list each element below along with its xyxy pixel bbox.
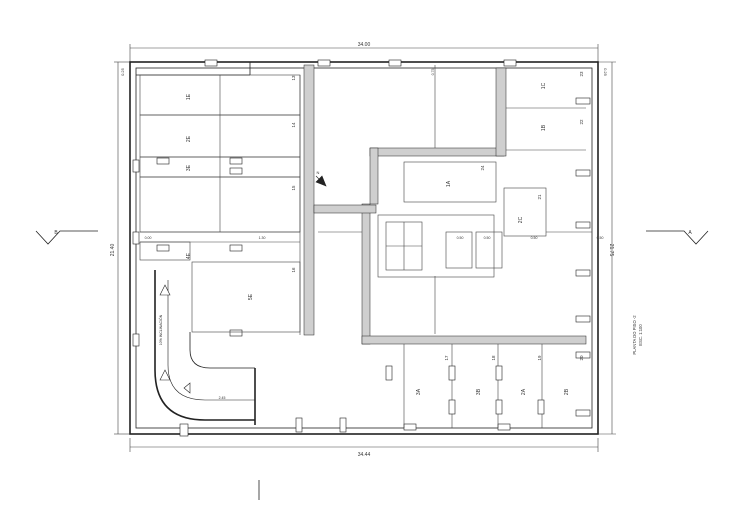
dim-label-b: 1.30 (259, 236, 266, 240)
dim-label-g: 0.75 (431, 69, 435, 76)
dimension-left: 21.40 (110, 244, 116, 257)
space-num-22: 22 (579, 119, 584, 125)
stair-core (377, 214, 503, 278)
space-num-19: 19 (537, 355, 542, 361)
space-num-23: 23 (579, 71, 584, 77)
dim-label-a: 0.00 (145, 236, 152, 240)
north-label: N (317, 170, 320, 175)
dimension-top-corner-right: 0.25 (603, 68, 608, 77)
bottom-bay-columns (385, 365, 545, 415)
dimension-top: 34.00 (358, 42, 371, 48)
section-marker-a-icon (646, 230, 709, 245)
dim-label-f: 0.50 (597, 236, 604, 240)
space-num-21: 21 (537, 194, 542, 200)
left-parking-bays (139, 74, 301, 335)
dimension-lines (114, 44, 616, 452)
section-label-a: A (688, 230, 692, 236)
space-1B: 1B (541, 124, 547, 131)
dimension-right: 21.75 (608, 244, 614, 257)
dim-label-h: 2.45 (219, 396, 226, 400)
space-num-14: 14 (291, 122, 296, 128)
space-2C: 2C (518, 216, 524, 223)
space-3B: 3B (476, 388, 482, 395)
space-2A: 2A (521, 388, 527, 395)
space-num-17: 17 (444, 355, 449, 361)
space-num-15: 15 (291, 185, 296, 191)
space-num-13: 13 (291, 75, 296, 81)
perimeter-columns (132, 59, 591, 437)
space-3A: 3A (416, 388, 422, 395)
hatched-wall-left (303, 64, 315, 336)
ramp-block (191, 261, 301, 333)
section-marker-b-icon (35, 230, 98, 245)
space-2E: 2E (186, 135, 192, 142)
hatched-core (313, 67, 587, 345)
left-bay-columns (156, 157, 243, 337)
space-3E: 3E (186, 164, 192, 171)
space-1C: 1C (541, 82, 547, 89)
dimension-bottom: 34.44 (358, 452, 371, 458)
curved-ramp (154, 270, 256, 425)
space-4E: 4E (186, 252, 192, 259)
space-num-24: 24 (480, 165, 485, 171)
central-bays (318, 65, 592, 334)
plan-scale: ESC. 1:100 (638, 324, 643, 346)
bottom-bays (403, 344, 543, 428)
dim-label-d: 0.50 (484, 236, 491, 240)
plan-title: PLANTA DO PISO -2 (632, 315, 637, 355)
ramp-arrows (159, 284, 191, 394)
space-1E: 1E (186, 93, 192, 100)
space-5E: 5E (248, 293, 254, 300)
ramp-label: 10% INCLINACIÓN (158, 314, 163, 345)
space-2B: 2B (564, 388, 570, 395)
north-arrow-icon (315, 175, 327, 187)
space-num-16: 16 (291, 267, 296, 273)
space-num-18: 18 (491, 355, 496, 361)
dimension-top-corner-left: 0.25 (120, 67, 125, 76)
dim-label-e: 0.50 (531, 236, 538, 240)
space-1A: 1A (446, 180, 452, 187)
section-label-b: B (54, 230, 58, 236)
space-num-20: 20 (579, 355, 584, 361)
dim-label-c: 0.50 (457, 236, 464, 240)
